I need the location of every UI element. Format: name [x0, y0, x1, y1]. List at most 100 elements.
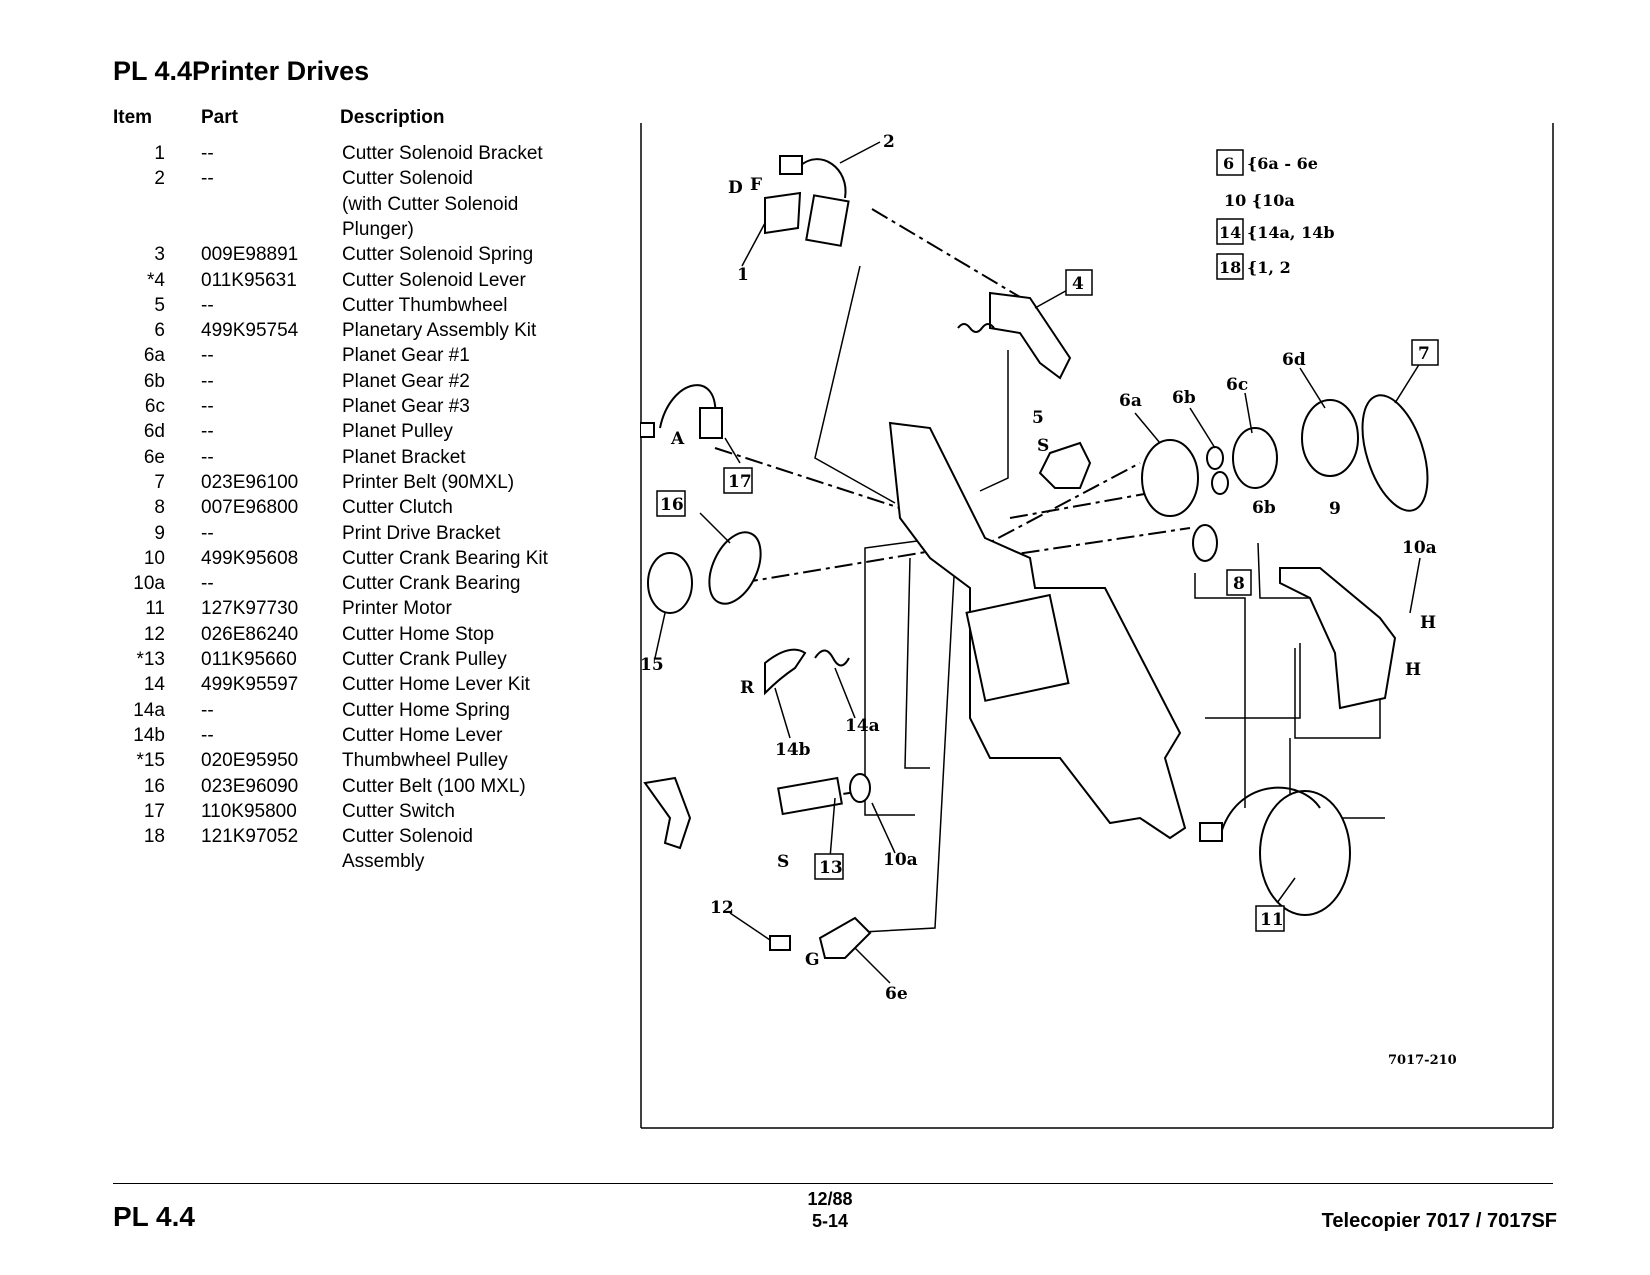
- leader-line: [1134, 412, 1161, 444]
- assembly-line: [739, 547, 951, 584]
- callout-6d: 6d: [1282, 350, 1306, 370]
- callout-5: 5: [1032, 408, 1044, 428]
- leader-line: [1244, 392, 1253, 434]
- callout-10a-lower: 10a: [883, 850, 918, 870]
- part-description: Cutter Home Lever: [342, 724, 503, 746]
- part-number: 499K95754: [201, 320, 299, 342]
- callout-6c: 6c: [1226, 375, 1248, 395]
- planet-gear-2b: [1211, 471, 1229, 495]
- solenoid-connector: [779, 155, 803, 175]
- parts-table-row: 6d--Planet Pulley: [0, 421, 620, 446]
- figure-id: 7017-210: [1388, 1053, 1457, 1068]
- assembly-line: [904, 557, 930, 769]
- part-number: --: [201, 345, 214, 367]
- part-number: 011K95660: [201, 649, 297, 670]
- item-number: 6: [154, 320, 165, 342]
- item-number: 11: [145, 598, 165, 620]
- item-number: 9: [154, 522, 165, 544]
- item-number: *15: [136, 750, 165, 772]
- motor-wire: [1221, 786, 1321, 831]
- assembly-line: [871, 208, 1031, 304]
- part-description: Assembly: [342, 851, 425, 873]
- parts-table-row-continuation: (with Cutter Solenoid: [0, 194, 620, 219]
- item-number: 6e: [143, 446, 165, 468]
- part-description: Cutter Switch: [342, 800, 455, 822]
- assembly-line: [1205, 643, 1301, 719]
- part-number: 127K97730: [201, 598, 299, 620]
- callout-G: G: [805, 950, 820, 970]
- footer-page-number: 5-14: [811, 1211, 849, 1231]
- cutter-crank-pulley: [777, 776, 843, 816]
- page-title: PL 4.4Printer Drives: [113, 56, 370, 86]
- legend-box-14: [1216, 218, 1244, 245]
- parts-table-row: 17 110K95800 Cutter Switch: [0, 801, 620, 826]
- print-drive-bracket: [1279, 567, 1397, 710]
- callout-10a: 10a: [1402, 538, 1437, 558]
- item-number: 10a: [133, 573, 165, 595]
- thumbwheel-pulley: [647, 552, 693, 614]
- assembly-line: [864, 537, 941, 816]
- part-number: --: [201, 294, 214, 316]
- item-number: *4: [147, 269, 165, 291]
- item-number: 3: [154, 244, 165, 266]
- item-number: 14: [143, 674, 165, 696]
- callout-6b-lower: 6b: [1252, 498, 1276, 518]
- callout-S-lower: S: [777, 852, 789, 872]
- part-number: --: [201, 699, 214, 721]
- part-number: --: [201, 143, 214, 164]
- leader-line: [1189, 407, 1216, 449]
- item-number: 17: [143, 800, 165, 822]
- legend-text: 10 {10a: [1224, 191, 1295, 210]
- part-number: --: [201, 573, 214, 595]
- planet-gear-1: [1141, 439, 1199, 517]
- callout-box-13: [814, 853, 844, 880]
- part-number: 499K95597: [201, 674, 299, 696]
- item-number: 6c: [144, 396, 165, 417]
- motor-connector: [1199, 822, 1223, 842]
- item-number: 12: [143, 623, 165, 645]
- item-number: *13: [136, 649, 165, 670]
- part-number: 110K95800: [201, 800, 297, 822]
- part-description: Cutter Crank Bearing Kit: [342, 547, 548, 569]
- callout-6e: 6e: [885, 984, 908, 1004]
- item-number: 10: [143, 547, 165, 569]
- parts-table-row: *13 011K95660 Cutter Crank Pulley: [0, 649, 620, 674]
- part-description: Cutter Crank Pulley: [342, 649, 507, 670]
- assembly-line: [844, 557, 956, 934]
- callout-16: 16: [660, 495, 684, 515]
- assembly-line: [979, 350, 1009, 492]
- leader-line: [699, 512, 731, 544]
- callout-11: 11: [1260, 910, 1284, 930]
- part-number: --: [201, 421, 214, 443]
- item-number: 14b: [133, 724, 165, 746]
- callout-box-7: [1411, 339, 1439, 366]
- footer-section: PL 4.4: [113, 1201, 195, 1232]
- part-description: Cutter Belt (100 MXL): [342, 775, 526, 797]
- assembly-line: [989, 527, 1191, 559]
- part-description: Planet Pulley: [342, 421, 453, 443]
- leader-line: [854, 947, 891, 984]
- cutter-switch-wire: [659, 384, 717, 429]
- solenoid-bracket: [764, 191, 802, 235]
- part-number: --: [201, 522, 214, 544]
- assembly-line: [1009, 492, 1151, 519]
- frame-window: [965, 593, 1070, 702]
- leader-line: [1394, 362, 1421, 404]
- printer-belt: [1361, 394, 1429, 512]
- item-number: 8: [154, 497, 165, 519]
- item-number: 2: [154, 168, 165, 190]
- callout-box-17: [723, 467, 753, 494]
- parts-table-row: 9--Print Drive Bracket: [0, 523, 620, 548]
- solenoid-spring: [957, 323, 995, 333]
- part-number: 020E95950: [201, 750, 299, 772]
- callout-S: S: [1037, 436, 1049, 456]
- legend-box-label: 6: [1223, 154, 1234, 173]
- leader-line: [729, 912, 771, 941]
- parts-table-row: 14a--Cutter Home Spring: [0, 700, 620, 725]
